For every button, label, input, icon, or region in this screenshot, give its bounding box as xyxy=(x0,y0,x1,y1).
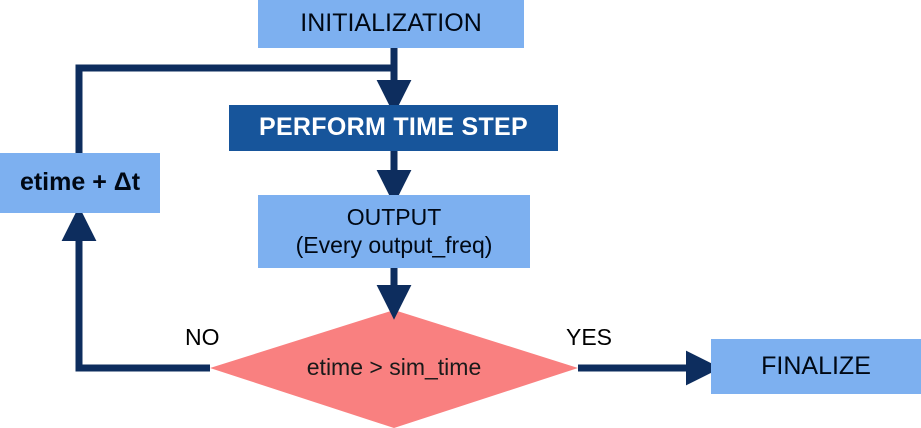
decision-diamond xyxy=(210,310,578,428)
edge-etime-to-step xyxy=(75,64,398,153)
node-output-label-line2: (Every output_freq) xyxy=(295,231,493,258)
node-etime-increment[interactable]: etime + Δt xyxy=(0,153,160,213)
node-decision-label: etime > sim_time xyxy=(306,354,482,381)
edge-label-no: NO xyxy=(185,324,220,350)
node-initialization-label: INITIALIZATION xyxy=(300,9,482,38)
edge-label-yes: YES xyxy=(566,324,613,350)
node-etime-increment-label: etime + Δt xyxy=(19,168,141,197)
node-perform-time-step[interactable]: PERFORM TIME STEP xyxy=(229,105,558,151)
node-finalize[interactable]: FINALIZE xyxy=(711,339,921,394)
node-output-label-line1: OUTPUT xyxy=(346,204,442,231)
node-finalize-label: FINALIZE xyxy=(761,351,871,380)
edge-decision-no-to-etime xyxy=(61,206,210,372)
node-output[interactable]: OUTPUT (Every output_freq) xyxy=(258,195,530,268)
node-decision-label-wrap[interactable]: etime > sim_time xyxy=(210,352,578,384)
node-perform-time-step-label: PERFORM TIME STEP xyxy=(258,113,528,142)
node-initialization[interactable]: INITIALIZATION xyxy=(258,0,524,48)
